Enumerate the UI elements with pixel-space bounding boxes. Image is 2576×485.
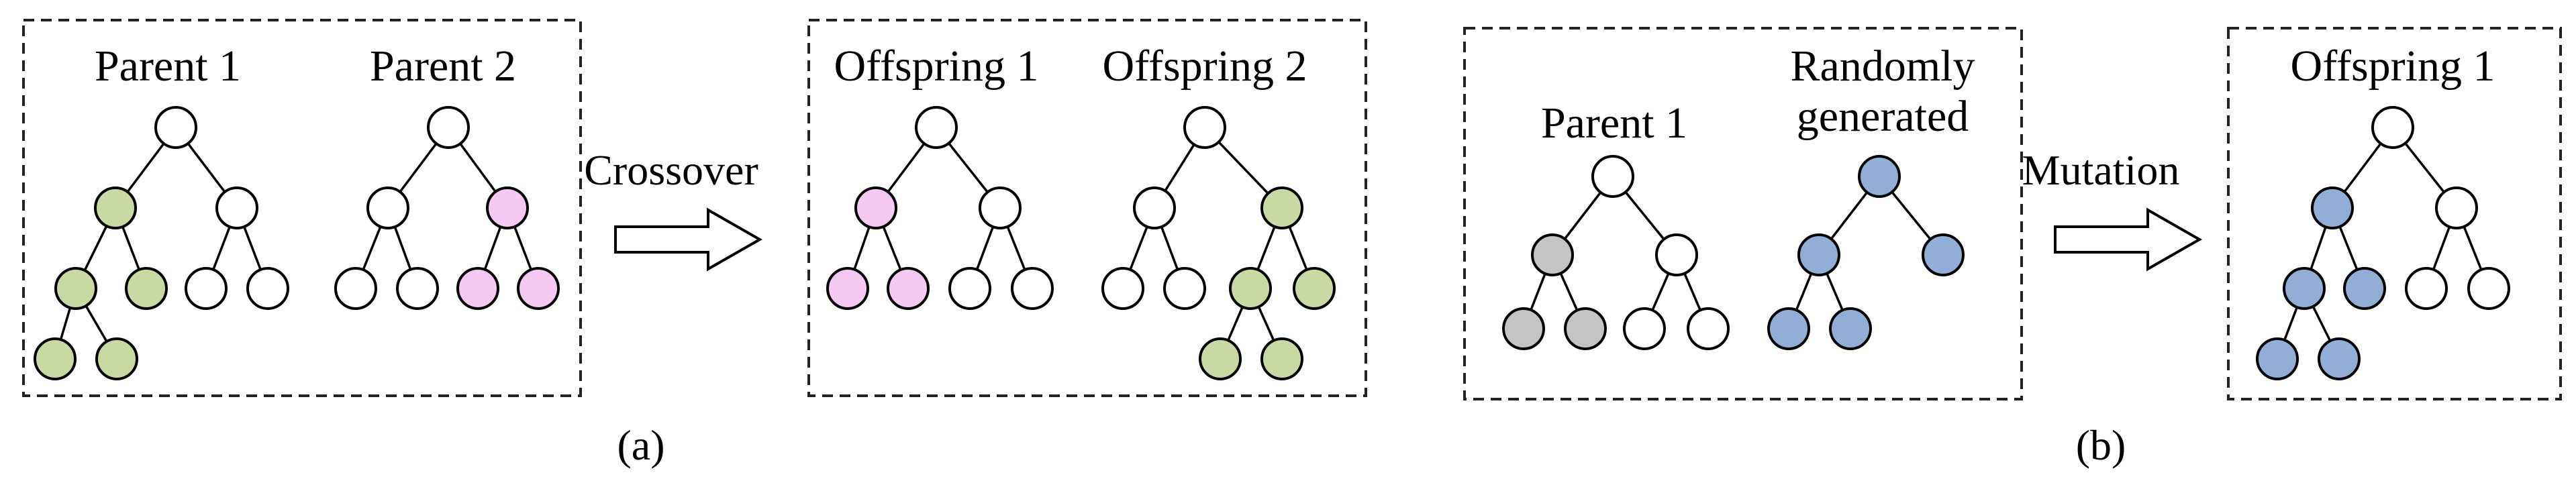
tree-node-green [34,337,77,380]
tree-node-white [154,106,197,149]
tree-node-blue [1767,307,1810,350]
tree-node-white [2467,267,2510,310]
tree-node-green [125,267,168,310]
tree-node-white [185,267,228,310]
tree-node-blue [2283,267,2326,310]
panel-b: Parent 1 Randomly generated Mutation Off… [1463,27,2562,469]
offspring-box-a [807,19,1367,397]
label-randomly-b: Randomly [1791,42,1975,91]
tree-parent-1-a [34,106,289,380]
label-generated-b: generated [1797,92,1969,141]
offspring-box-b [2227,27,2562,400]
tree-node-white [246,267,289,310]
tree-node-white [1687,307,1730,350]
tree-node-pink [854,186,897,229]
tree-node-gray [1564,307,1607,350]
tree-node-pink [887,267,930,310]
tree-node-white [2435,186,2478,229]
label-parent-1-b: Parent 1 [1541,99,1687,148]
caption-b: (b) [2076,421,2126,469]
tree-offspring-1-a [826,106,1054,310]
label-offspring-2-a: Offspring 2 [1103,42,1307,91]
caption-a: (a) [617,421,664,469]
tree-node-white [1655,233,1698,276]
label-parent-1-a: Parent 1 [95,42,241,91]
tree-node-green [1293,267,1336,310]
tree-node-green [95,337,138,380]
tree-node-blue [2318,337,2361,380]
right-arrow-icon [614,207,763,272]
label-offspring-1-a: Offspring 1 [834,42,1039,91]
operation-label-mutation: Mutation [2022,146,2180,194]
tree-node-white [366,186,409,229]
tree-node-white [915,106,958,149]
tree-node-white [1163,267,1206,310]
parents-box-a [22,19,582,397]
tree-node-gray [1502,307,1545,350]
tree-node-white [1183,106,1226,149]
tree-node-white [948,267,991,310]
tree-node-white [1101,267,1144,310]
tree-node-pink [486,186,529,229]
panel-a: Parent 1 Parent 2 Crossover Offspring 1 … [22,19,1367,469]
tree-node-blue [1797,233,1840,276]
tree-offspring-2-a [1101,106,1336,380]
tree-randomly-generated-b [1767,155,1965,350]
tree-node-green [1260,186,1303,229]
tree-node-green [1199,337,1242,380]
tree-node-green [1260,337,1303,380]
tree-node-white [334,267,377,310]
tree-node-blue [1829,307,1872,350]
tree-node-green [94,186,137,229]
tree-parent-2-a [334,106,560,310]
tree-node-pink [826,267,869,310]
tree-node-white [979,186,1022,229]
operation-label-crossover: Crossover [584,146,758,194]
tree-node-white [396,267,439,310]
tree-node-blue [1922,233,1965,276]
tree-node-green [54,267,97,310]
tree-node-blue [2256,337,2299,380]
tree-node-white [2371,106,2414,149]
tree-node-white [2405,267,2448,310]
tree-offspring-1-b [2256,106,2510,380]
tree-node-blue [2343,267,2386,310]
tree-node-blue [1858,155,1901,198]
tree-node-white [1011,267,1054,310]
right-arrow-icon [2054,207,2203,272]
parents-box-b [1463,27,2023,400]
label-parent-2-a: Parent 2 [370,42,516,91]
tree-node-pink [456,267,499,310]
tree-parent-1-b [1502,155,1730,350]
tree-node-blue [2311,186,2354,229]
tree-node-green [1229,267,1272,310]
tree-node-white [1623,307,1666,350]
tree-node-white [427,106,470,149]
tree-node-white [215,186,258,229]
tree-node-white [1133,186,1176,229]
tree-node-white [1591,155,1634,198]
tree-node-pink [517,267,560,310]
label-offspring-1-b: Offspring 1 [2291,42,2495,91]
tree-node-gray [1531,233,1574,276]
